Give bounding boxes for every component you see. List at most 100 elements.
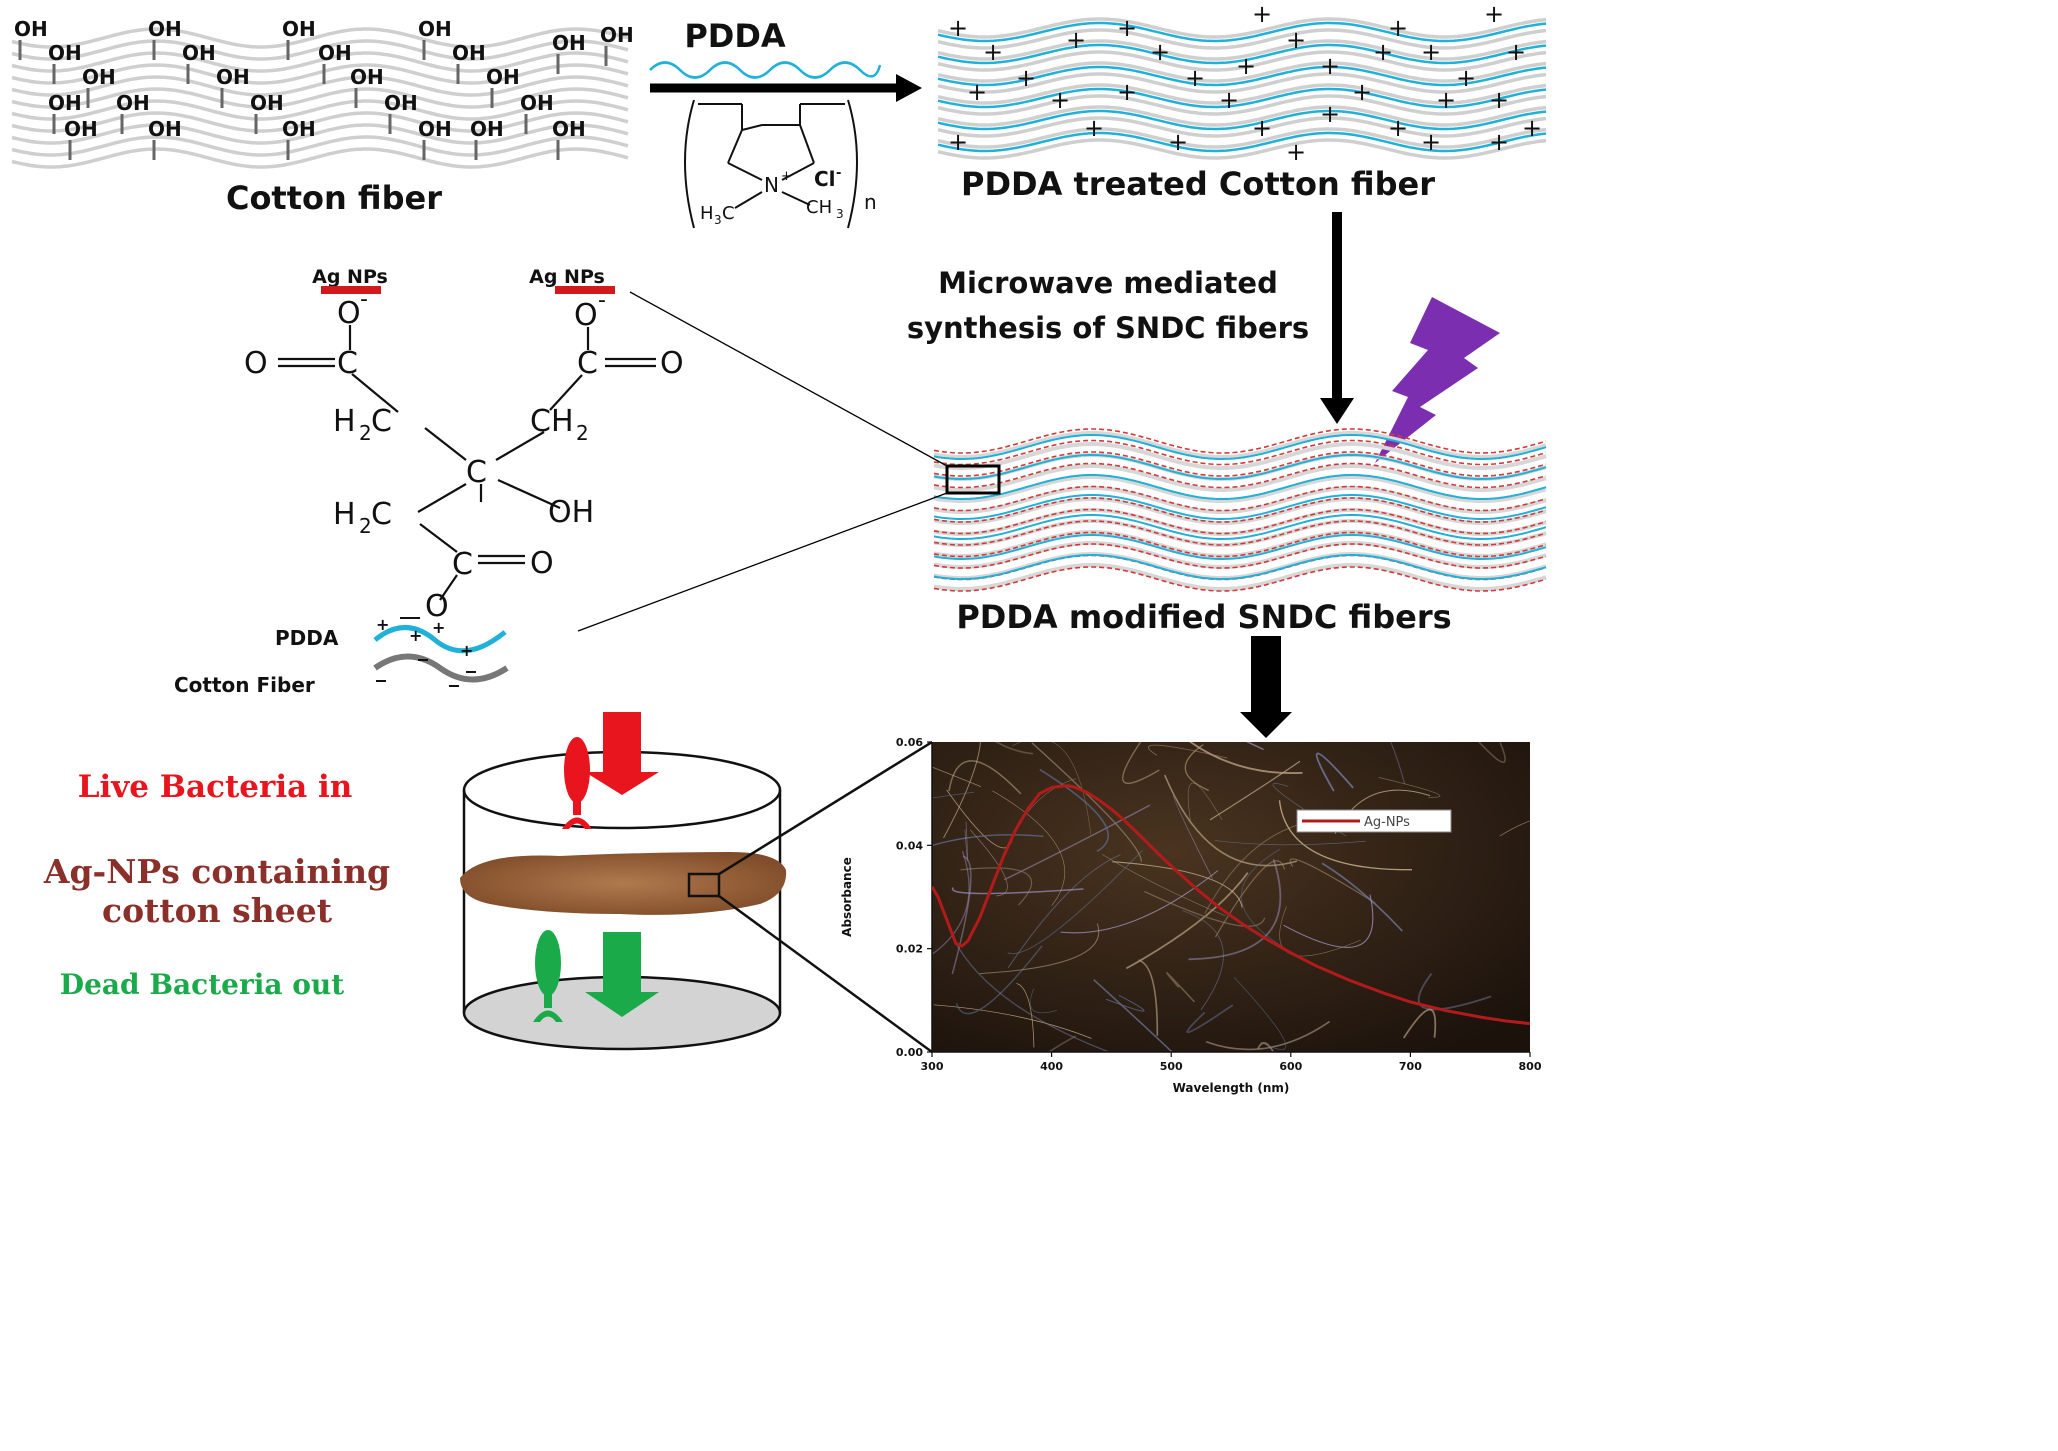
pdda-plus-1: +	[376, 615, 389, 634]
ag-nps-dashed-strand	[933, 497, 1547, 523]
carbonyl-o-left: O	[244, 346, 268, 381]
cotton-sheet	[460, 852, 787, 915]
cotton-fiber-strand-photo	[1138, 959, 1159, 1036]
positive-charge-mark: +	[967, 78, 987, 106]
pdda-repeat-n: n	[864, 190, 877, 214]
agnps-bar-right	[555, 286, 615, 294]
positive-charge-mark: +	[1522, 114, 1542, 142]
x-tick-label: 400	[1040, 1060, 1063, 1073]
ch2-right-sub: 2	[576, 421, 589, 445]
lightning-bolt-icon	[1375, 297, 1500, 463]
cotton-fiber-strand-photo	[1499, 820, 1530, 837]
pdda-modified-sndc-fiber-illustration	[933, 428, 1547, 592]
ch2-right-ch: CH	[530, 404, 574, 439]
chart-legend: Ag-NPs	[1296, 809, 1452, 833]
carbonyl-o-right: O	[660, 346, 684, 381]
cotton-fiber-strand-photo	[1173, 793, 1214, 879]
pdda-h3c-h: H	[700, 203, 714, 224]
cotton-fiber-strand-photo	[1209, 760, 1301, 821]
live-bacteria-text: Live Bacteria in	[78, 769, 353, 805]
pdda-modified-strand	[933, 534, 1547, 560]
oh-group-label: OH	[418, 117, 452, 141]
positive-charge-mark: +	[1016, 64, 1036, 92]
positive-charge-mark: +	[1084, 114, 1104, 142]
cotton-fiber-strand-photo	[1047, 1035, 1077, 1052]
cotton-fiber-strand-photo	[932, 791, 975, 799]
oh-group-label: OH	[14, 17, 48, 41]
cotton-fiber-strand-photo	[1039, 768, 1109, 853]
cotton-strand	[11, 75, 629, 97]
oh-group-label: OH	[48, 41, 82, 65]
outflow-arrow-head	[585, 992, 659, 1017]
cotton-strand	[11, 87, 629, 109]
agnps-label-right: Ag NPs	[529, 266, 605, 288]
dead-bacteria-text: Dead Bacteria out	[60, 968, 344, 1001]
oh-group-label: OH	[452, 41, 486, 65]
pdda-modified-label: PDDA modified SNDC fibers	[956, 598, 1451, 636]
positive-charge-mark: +	[1050, 86, 1070, 114]
cotton-fiber-small-label: Cotton Fiber	[174, 673, 315, 697]
x-tick-label: 800	[1519, 1060, 1542, 1073]
cotton-fiber-strand-photo	[1477, 742, 1506, 763]
treated-strand	[937, 127, 1547, 149]
cotton-fiber-strand-photo	[1007, 854, 1121, 969]
pdda-chloride: Cl	[814, 167, 836, 191]
legend-box	[1296, 809, 1452, 833]
positive-charge-mark: +	[1489, 128, 1509, 156]
pdda-plus-2: +	[409, 626, 422, 645]
inflow-arrow-head	[585, 772, 659, 795]
series-line-ag-nps	[932, 784, 1530, 1026]
carboxyl-c-left: C	[337, 346, 358, 381]
cotton-fiber-strand-photo	[1003, 804, 1151, 881]
cotton-fiber-label: Cotton fiber	[226, 179, 442, 217]
treated-strand	[937, 28, 1547, 50]
cotton-fiber-strand-photo	[1278, 800, 1413, 871]
positive-charge-mark: +	[948, 14, 968, 42]
cotton-fiber-strand-photo	[992, 790, 1066, 906]
y-tick-label: 0.00	[896, 1046, 923, 1059]
outflow-arrow-shaft	[603, 932, 641, 994]
pdda-modified-strand	[933, 434, 1547, 460]
pdda-ch3-ch: CH	[806, 197, 832, 218]
cotton-fiber-strand-photo	[1402, 1008, 1437, 1039]
positive-charge-mark: +	[1252, 114, 1272, 142]
cotton-fiber-strand-photo	[1417, 973, 1492, 1011]
positive-charge-mark: +	[1168, 128, 1188, 156]
pdda-coating-strand	[937, 109, 1547, 131]
carboxyl-c-right: C	[577, 346, 598, 381]
positive-charge-mark: +	[1236, 52, 1256, 80]
sndc-base-strand	[933, 475, 1547, 503]
ag-nps-dashed-strand	[933, 428, 1547, 454]
sheet-zoom-line-bottom	[718, 894, 933, 1054]
x-tick-label: 700	[1399, 1060, 1422, 1073]
schematic-figure: OHOHOHOHOHOHOHOHOHOHOHOHOHOHOHOHOHOHOHOH…	[11, 0, 1547, 1095]
pdda-modified-strand	[933, 514, 1547, 540]
oh-group-label: OH	[552, 31, 586, 55]
ag-nps-dashed-strand	[933, 508, 1547, 535]
lower-carboxyl-c: C	[452, 547, 473, 582]
cotton-fiber-strand-photo	[932, 850, 970, 955]
oh-group-label: OH	[318, 41, 352, 65]
cotton-strand	[11, 99, 629, 121]
y-tick-label: 0.04	[896, 839, 923, 852]
charge-left: -	[360, 287, 368, 312]
cotton-strand	[11, 51, 629, 73]
oh-group-label: OH	[148, 17, 182, 41]
cotton-fiber-strand-photo	[1147, 744, 1228, 759]
x-axis-title: Wavelength (nm)	[1173, 1081, 1290, 1095]
pdda-ch3-sub: 3	[836, 207, 844, 221]
fiber-texture	[932, 742, 1530, 1052]
cotton-fiber-strand-photo	[964, 821, 969, 862]
cotton-fiber-strand-photo	[1188, 742, 1303, 775]
charge-right: -	[598, 288, 606, 313]
pdda-coating-strand	[937, 87, 1547, 109]
cotton-fiber-strand-photo	[932, 766, 982, 787]
treated-strand	[937, 138, 1547, 160]
oh-group-label: OH	[148, 117, 182, 141]
sndc-base-strand	[933, 442, 1547, 470]
h2c-upper-h: H	[333, 404, 356, 439]
cotton-fiber-strand-photo	[1016, 983, 1035, 1048]
positive-charge-mark: +	[1373, 38, 1393, 66]
positive-charge-mark: +	[983, 38, 1003, 66]
